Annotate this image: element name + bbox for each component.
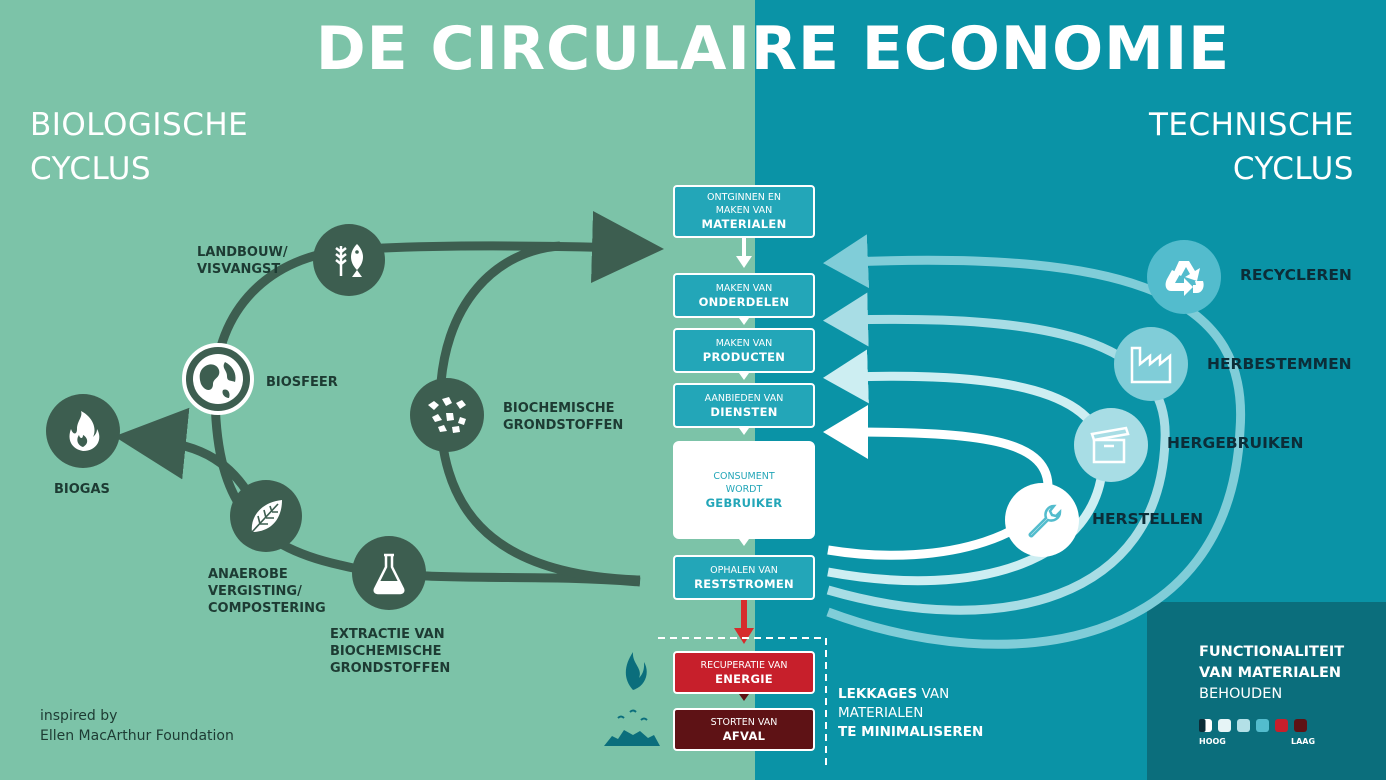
credit-text: inspired by Ellen MacArthur Foundation: [40, 708, 234, 744]
label-landbouw: LANDBOUW/ VISVANGST: [197, 245, 288, 277]
label-recycleren: RECYCLEREN: [1240, 266, 1352, 284]
legend-low: LAAG: [1291, 737, 1316, 746]
box-reststromen: OPHALEN VAN RESTSTROMEN: [673, 555, 815, 600]
recycle-loop: [823, 234, 1246, 649]
label-biochemische: BIOCHEMISCHE GRONDSTOFFEN: [503, 401, 624, 433]
box-materialen: ONTGINNEN EN MAKEN VAN MATERIALEN: [673, 185, 815, 238]
label-herstellen: HERSTELLEN: [1092, 510, 1204, 528]
technical-cycle-title: TECHNISCHE CYCLUS: [1149, 103, 1354, 191]
legend-background: [1147, 602, 1386, 780]
tech-cycle-line2: CYCLUS: [1232, 151, 1354, 187]
fire-icon: [46, 394, 120, 468]
repurpose-loop: [823, 292, 1170, 615]
flask-icon: [352, 536, 426, 610]
box-onderdelen: MAKEN VAN ONDERDELEN: [673, 273, 815, 318]
globe-icon: [182, 343, 254, 415]
leaf-icon: [230, 480, 302, 552]
label-biosfeer: BIOSFEER: [266, 375, 338, 390]
label-extractie: EXTRACTIE VAN BIOCHEMISCHE GRONDSTOFFEN: [330, 627, 451, 676]
leakage-frame: [658, 637, 827, 765]
box-icon: [1074, 408, 1148, 482]
label-anaerobe: ANAEROBE VERGISTING/ COMPOSTERING: [208, 567, 326, 616]
bio-cycle-line1: BIOLOGISCHE: [30, 107, 249, 143]
box-gebruiker: CONSUMENT WORDT GEBRUIKER: [673, 441, 815, 539]
biological-cycle-title: BIOLOGISCHE CYCLUS: [30, 103, 248, 191]
granules-icon: [410, 378, 484, 452]
label-herbestemmen: HERBESTEMMEN: [1207, 355, 1352, 373]
legend-squares: [1199, 719, 1307, 732]
biological-background: [0, 0, 755, 780]
label-hergebruiken: HERGEBRUIKEN: [1167, 434, 1304, 452]
legend-text: FUNCTIONALITEIT VAN MATERIALEN BEHOUDEN: [1199, 644, 1345, 702]
recycle-icon: [1147, 240, 1221, 314]
tech-cycle-line1: TECHNISCHE: [1148, 107, 1354, 143]
wheat-fish-icon: [313, 224, 385, 296]
factory-icon: [1114, 327, 1188, 401]
wrench-icon: [1005, 483, 1079, 557]
leakage-text: LEKKAGES VAN MATERIALEN TE MINIMALISEREN: [838, 686, 984, 740]
landfill-icon: [604, 709, 660, 746]
legend-high: HOOG: [1199, 737, 1226, 746]
bio-cycle-line2: CYCLUS: [30, 151, 152, 187]
box-energie: RECUPERATIE VAN ENERGIE: [673, 651, 815, 694]
energy-flame-icon: [625, 652, 647, 690]
box-producten: MAKEN VAN PRODUCTEN: [673, 328, 815, 373]
box-diensten: AANBIEDEN VAN DIENSTEN: [673, 383, 815, 428]
page-title: DE CIRCULAIRE ECONOMIE: [315, 14, 1231, 84]
box-afval: STORTEN VAN AFVAL: [673, 708, 815, 751]
label-biogas: BIOGAS: [54, 482, 110, 497]
